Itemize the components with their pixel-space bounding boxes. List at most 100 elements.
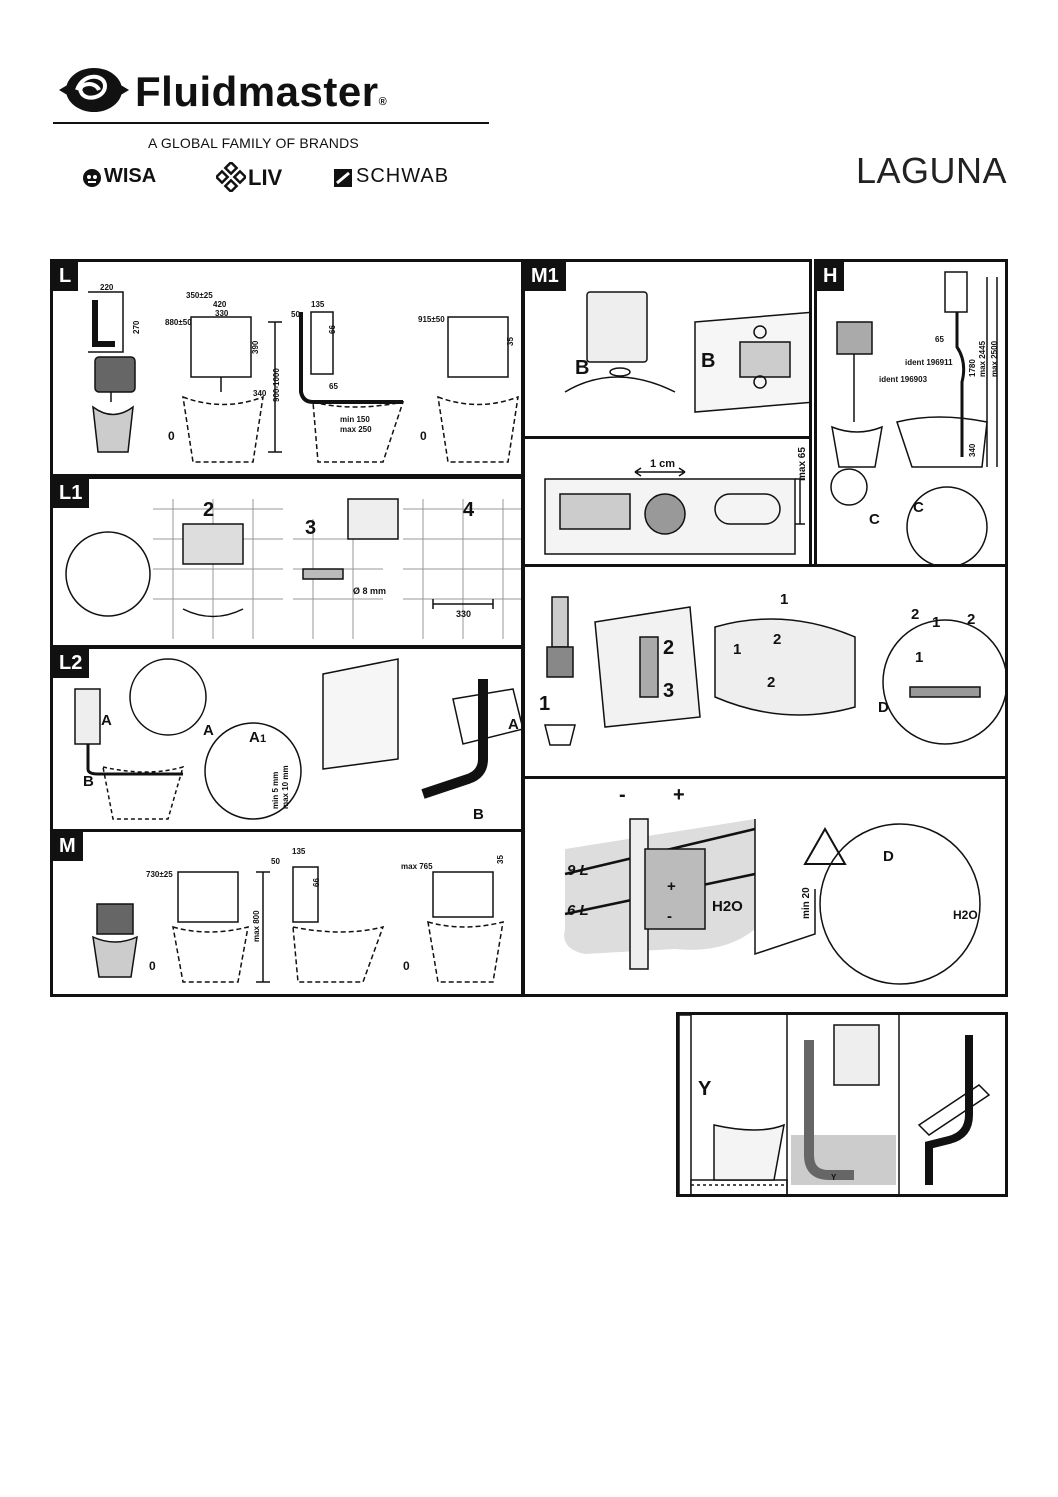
l1-dim-drill: Ø 8 mm [353, 586, 386, 596]
panel-tag-m1: M1 [525, 262, 566, 291]
h-dim-max-2500: max 2500 [990, 340, 999, 377]
m-floor-zero: 0 [149, 959, 156, 973]
sub-brand-schwab: SCHWAB [356, 165, 450, 187]
panel-m-drawing: 730±25 max 800 0 135 50 66 max 765 35 0 [92, 847, 505, 983]
service-step-1b: 1 [780, 591, 788, 608]
dim-350: 350±25 [186, 291, 213, 300]
service-step-2d: 2 [911, 606, 919, 623]
brand-name: Fluidmaster® [135, 68, 388, 115]
h-dim-max-2445: max 2445 [978, 340, 987, 377]
adjust-minus-top: - [619, 784, 626, 806]
service-step-1e: 1 [932, 614, 940, 631]
sub-brands: WISA LIV SCHWAB [82, 162, 462, 193]
dim-max-250: max 250 [340, 425, 372, 434]
tagline: A GLOBAL FAMILY OF BRANDS [148, 135, 359, 151]
panel-l: 220 270 350±25 420 330 880±50 390 340 90… [50, 259, 524, 477]
m-dim-730: 730±25 [146, 870, 173, 879]
h-label-c-right: C [913, 499, 924, 516]
panel-l-drawing: 220 270 350±25 420 330 880±50 390 340 90… [88, 283, 519, 463]
y-label-small: Y [831, 1173, 837, 1182]
wisa-logo-icon [83, 169, 101, 187]
adjust-water-zoom: H2O [953, 908, 978, 922]
dim-65: 65 [329, 382, 338, 391]
m1-label-b-right: B [701, 350, 715, 372]
panel-tag-m: M [53, 832, 83, 861]
l2-label-b-2: B [473, 806, 484, 823]
adjust-plus-float: + [667, 878, 676, 895]
m-dim-35: 35 [496, 855, 505, 864]
dim-900-1000: 900-1000 [272, 368, 281, 402]
h-dim-1780: 1780 [968, 359, 977, 377]
l1-step-2: 2 [203, 499, 214, 521]
l2-label-a-4: A [508, 716, 519, 733]
registered-mark: ® [378, 96, 388, 108]
floor-zero-right: 0 [420, 429, 427, 443]
panel-l1: 2 3 4 Ø 8 mm 330 L1 [50, 476, 524, 648]
panel-l1-drawing: 2 3 4 Ø 8 mm 330 [65, 498, 521, 639]
panel-h: 65 ident 196911 ident 196903 1780 max 24… [814, 259, 1008, 567]
m-dim-50: 50 [271, 857, 280, 866]
adjust-label-d: D [883, 848, 894, 865]
m1-label-b-left: B [575, 357, 589, 379]
float-dim-1cm: 1 cm [650, 458, 675, 470]
panel-tag-l: L [53, 262, 79, 291]
float-dim-max-65: max 65 [797, 447, 808, 481]
liv-logo-icon [216, 162, 246, 192]
service-step-1a: 1 [539, 693, 550, 715]
adjust-plus-top: + [673, 784, 685, 806]
l2-label-a-3: A [249, 729, 260, 746]
l1-dim-330: 330 [456, 609, 471, 619]
dim-390: 390 [251, 340, 260, 354]
adjust-level-9l: 9 L [567, 862, 589, 879]
h-dim-65: 65 [935, 335, 944, 344]
service-label-d: D [878, 699, 889, 716]
l1-step-4: 4 [463, 499, 475, 521]
panel-tag-h: H [817, 262, 845, 291]
panel-l2: A B A A A B 1 min 5 mm max 10 mm L2 [50, 646, 524, 832]
h-ident-196903: ident 196903 [879, 375, 928, 384]
h-label-c-left: C [869, 511, 880, 528]
l2-step-1: 1 [260, 733, 266, 745]
panel-float-drawing: 1 cm max 65 [544, 447, 808, 555]
panel-tag-l1: L1 [53, 479, 90, 508]
sub-brand-wisa: WISA [104, 165, 157, 187]
panel-water-level: - + 9 L 6 L + - H2O min 20 D H2O [522, 776, 1008, 997]
dim-min-150: min 150 [340, 415, 370, 424]
brand-logo: Fluidmaster® [55, 58, 495, 128]
fluidmaster-emblem-icon [59, 68, 129, 112]
y-label-main: Y [698, 1078, 712, 1100]
dim-330: 330 [215, 309, 229, 318]
m-dim-max-800: max 800 [252, 910, 261, 942]
panel-y-drawing: Y Y [679, 1015, 991, 1194]
l2-dim-max-10: max 10 mm [281, 765, 290, 809]
dim-915: 915±50 [418, 315, 445, 324]
dim-220: 220 [100, 283, 114, 292]
l2-label-a-2: A [203, 722, 214, 739]
service-step-2c: 2 [767, 674, 775, 691]
service-step-3a: 3 [663, 680, 674, 702]
m-dim-max-765: max 765 [401, 862, 433, 871]
dim-50: 50 [291, 310, 300, 319]
schwab-logo-icon [334, 169, 352, 187]
adjust-minus-float: - [667, 908, 672, 925]
panel-m1-drawing: B B [564, 291, 809, 413]
dim-340: 340 [253, 389, 267, 398]
dim-35: 35 [506, 337, 515, 346]
service-step-2b: 2 [773, 631, 781, 648]
l2-dim-min-5: min 5 mm [271, 772, 280, 809]
service-step-2a: 2 [663, 637, 674, 659]
dim-420: 420 [213, 300, 227, 309]
dim-135: 135 [311, 300, 325, 309]
service-step-2e: 2 [967, 611, 975, 628]
dim-270: 270 [132, 320, 141, 334]
product-name: LAGUNA [856, 150, 1008, 191]
h-dim-340: 340 [968, 443, 977, 457]
l2-label-b-1: B [83, 773, 94, 790]
panel-tag-l2: L2 [53, 649, 90, 678]
panel-y: Y Y [676, 1012, 1008, 1197]
h-ident-196911: ident 196911 [905, 358, 953, 367]
panel-water-level-drawing: - + 9 L 6 L + - H2O min 20 D H2O [564, 784, 981, 985]
adjust-water-label: H2O [712, 898, 743, 915]
m-floor-zero-right: 0 [403, 959, 410, 973]
l1-step-3: 3 [305, 517, 316, 539]
